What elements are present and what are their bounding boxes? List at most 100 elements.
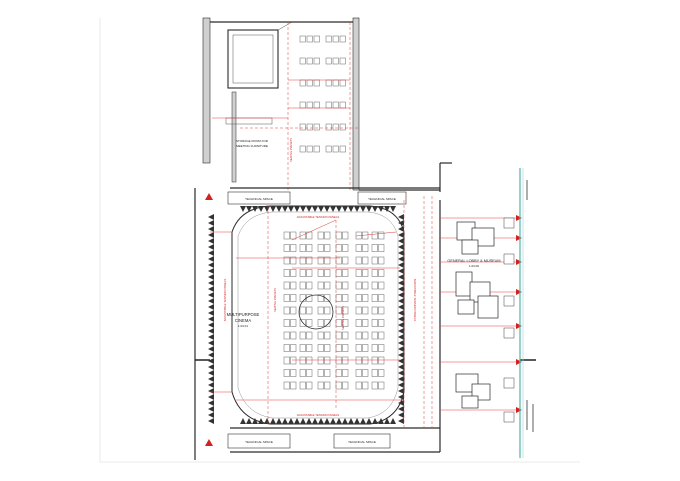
acoustic-panel [372,418,378,424]
acoustic-panel [208,376,214,382]
acoustic-panel [324,206,330,212]
stacked-chair [313,79,320,87]
acoustic-panel [378,206,384,212]
acoustic-panel [282,206,288,212]
cinema-seat [378,319,385,327]
cinema-seat [362,256,369,265]
acoustic-panel [246,418,252,424]
cinema-seat [290,331,297,340]
cinema-seat [306,306,313,315]
acoustic-panel [240,206,246,212]
storage-label-2: MEETING FURNITURE [236,144,268,148]
stacked-chair [332,35,339,43]
acoustic-panel [348,206,354,212]
acoustic-panel [398,364,404,370]
acoustic-panel [208,274,214,280]
tech-space-top-right: TECHNICAL SPACE [368,197,396,201]
stacked-chair [306,123,313,131]
tech-space-bottom-left: TECHNICAL SPACE [245,440,273,444]
seating-note-top: SEATING PRESETS [289,138,293,162]
acoustic-panel [366,418,372,424]
cinema-seat [324,319,331,327]
cinema-seat [378,269,385,277]
cinema-seat [342,306,349,315]
acoustic-panel [208,322,214,328]
acoustic-panel [398,268,404,274]
cinema-seat [317,269,324,277]
cinema-seat [299,381,306,390]
cinema-seat [355,319,362,327]
acoustic-panel [264,418,270,424]
cinema-seat [362,356,369,365]
acoustic-panel [258,206,264,212]
cinema-seat [371,344,378,352]
acoustic-panel [300,206,306,212]
cinema-seat [362,344,369,352]
cinema-seat [283,331,290,340]
acoustic-panel [294,418,300,424]
acoustic-panel [398,232,404,238]
cinema-seat [299,294,306,302]
acoustic-panel [360,206,366,212]
acoustic-panel [342,206,348,212]
stacked-chair [299,57,306,65]
cinema-seat [306,256,313,265]
cinema-seat [283,269,290,277]
cinema-seat [290,319,297,327]
acoustic-panel [354,418,360,424]
cinema-seat [290,369,297,377]
cinema-seat [299,306,306,315]
acoustic-panel [390,206,396,212]
cinema-dimension-lines [210,196,433,430]
cinema-seat [342,344,349,352]
acoustic-panel [276,418,282,424]
cinema-seat [283,294,290,302]
acoustic-panel [398,394,404,400]
acoustic-panel [208,382,214,388]
cinema-seat [290,244,297,252]
acoustic-panel [398,310,404,316]
cinema-seat [378,281,385,290]
stacked-chair [306,35,313,43]
cinema-seat [306,319,313,327]
acoustic-panel [398,256,404,262]
cinema-seat [324,381,331,390]
acoustic-panel [330,206,336,212]
cinema-seat [324,331,331,340]
acoustic-panel [398,370,404,376]
cinema-seat [306,356,313,365]
acoustic-panel [318,206,324,212]
cinema-seat [355,356,362,365]
acoustic-panel [208,328,214,334]
cinema-seat [335,331,342,340]
cinema-seat [317,306,324,315]
stacked-chair [339,79,346,87]
stacked-chair [332,123,339,131]
cinema-seat [342,369,349,377]
cinema-seat [324,281,331,290]
acoustic-panel [398,400,404,406]
cinema-seat [362,319,369,327]
cinema-seat [290,281,297,290]
stacked-chair [313,123,320,131]
cinema-seat [355,381,362,390]
acoustic-note-left: ADJUSTABLE TENSION PANELS [223,279,227,322]
acoustic-panel [240,418,246,424]
acoustic-panel [398,220,404,226]
seating-note-right: SEATING PRESETS [341,306,345,330]
cinema-seat [317,381,324,390]
acoustic-panel [398,214,404,220]
upper-seat-stacks [299,35,346,153]
acoustic-panel [398,280,404,286]
acoustic-panel [288,418,294,424]
stacked-chair [313,145,320,153]
acoustic-panel [398,298,404,304]
acoustic-panel [330,418,336,424]
acoustic-panel [208,364,214,370]
acoustic-panel [208,250,214,256]
stacked-chair [332,145,339,153]
cinema-seat [371,269,378,277]
cinema-seat [290,306,297,315]
acoustic-panel [208,418,214,424]
cinema-seat [342,256,349,265]
